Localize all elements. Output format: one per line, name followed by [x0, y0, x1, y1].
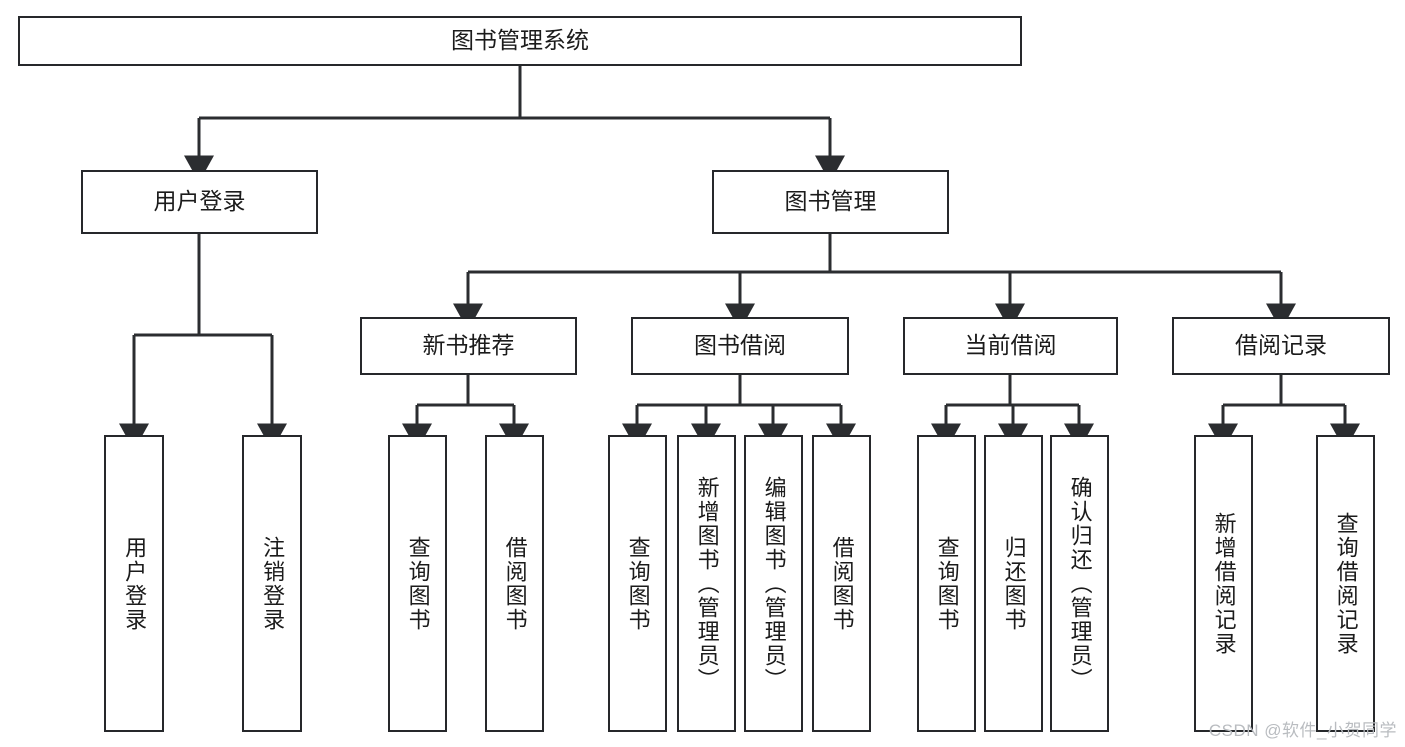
node-leaf-user-login[interactable]: 用户登录 — [104, 435, 164, 732]
node-leaf-query-book-1[interactable]: 查询图书 — [388, 435, 447, 732]
node-leaf-borrow-book-2-label: 借阅图书 — [829, 535, 855, 632]
node-leaf-query-book-2-label: 查询图书 — [625, 535, 651, 632]
node-leaf-add-record-label: 新增借阅记录 — [1211, 511, 1237, 656]
node-leaf-query-book-3[interactable]: 查询图书 — [917, 435, 976, 732]
node-leaf-user-login-label: 用户登录 — [122, 535, 148, 632]
node-book-borrow-label: 图书借阅 — [694, 332, 786, 359]
node-leaf-confirm-return-label: 确认归还（管理员） — [1067, 475, 1093, 692]
node-leaf-query-book-3-label: 查询图书 — [934, 535, 960, 632]
node-leaf-return-book[interactable]: 归还图书 — [984, 435, 1043, 732]
node-leaf-add-book[interactable]: 新增图书（管理员） — [677, 435, 736, 732]
node-user-login[interactable]: 用户登录 — [81, 170, 318, 234]
node-book-manage-label: 图书管理 — [784, 188, 877, 215]
node-leaf-query-record[interactable]: 查询借阅记录 — [1316, 435, 1375, 732]
node-leaf-edit-book[interactable]: 编辑图书（管理员） — [744, 435, 803, 732]
node-user-login-label: 用户登录 — [153, 188, 246, 215]
node-leaf-logout-label: 注销登录 — [260, 535, 286, 632]
node-book-manage[interactable]: 图书管理 — [712, 170, 949, 234]
node-book-borrow[interactable]: 图书借阅 — [631, 317, 849, 375]
node-new-book-rec[interactable]: 新书推荐 — [360, 317, 577, 375]
node-leaf-return-book-label: 归还图书 — [1001, 535, 1027, 632]
node-borrow-record[interactable]: 借阅记录 — [1172, 317, 1390, 375]
node-leaf-add-book-label: 新增图书（管理员） — [694, 475, 720, 692]
node-leaf-query-book-1-label: 查询图书 — [405, 535, 431, 632]
node-leaf-borrow-book-1[interactable]: 借阅图书 — [485, 435, 544, 732]
node-borrow-record-label: 借阅记录 — [1235, 332, 1327, 359]
node-leaf-borrow-book-2[interactable]: 借阅图书 — [812, 435, 871, 732]
node-current-borrow[interactable]: 当前借阅 — [903, 317, 1118, 375]
node-leaf-confirm-return[interactable]: 确认归还（管理员） — [1050, 435, 1109, 732]
node-root-label: 图书管理系统 — [451, 27, 589, 54]
node-leaf-edit-book-label: 编辑图书（管理员） — [761, 475, 787, 692]
node-root[interactable]: 图书管理系统 — [18, 16, 1022, 66]
node-leaf-query-record-label: 查询借阅记录 — [1333, 511, 1359, 656]
node-current-borrow-label: 当前借阅 — [964, 332, 1057, 359]
node-leaf-logout[interactable]: 注销登录 — [242, 435, 302, 732]
node-leaf-add-record[interactable]: 新增借阅记录 — [1194, 435, 1253, 732]
node-leaf-query-book-2[interactable]: 查询图书 — [608, 435, 667, 732]
node-leaf-borrow-book-1-label: 借阅图书 — [502, 535, 528, 632]
node-new-book-rec-label: 新书推荐 — [422, 332, 515, 359]
